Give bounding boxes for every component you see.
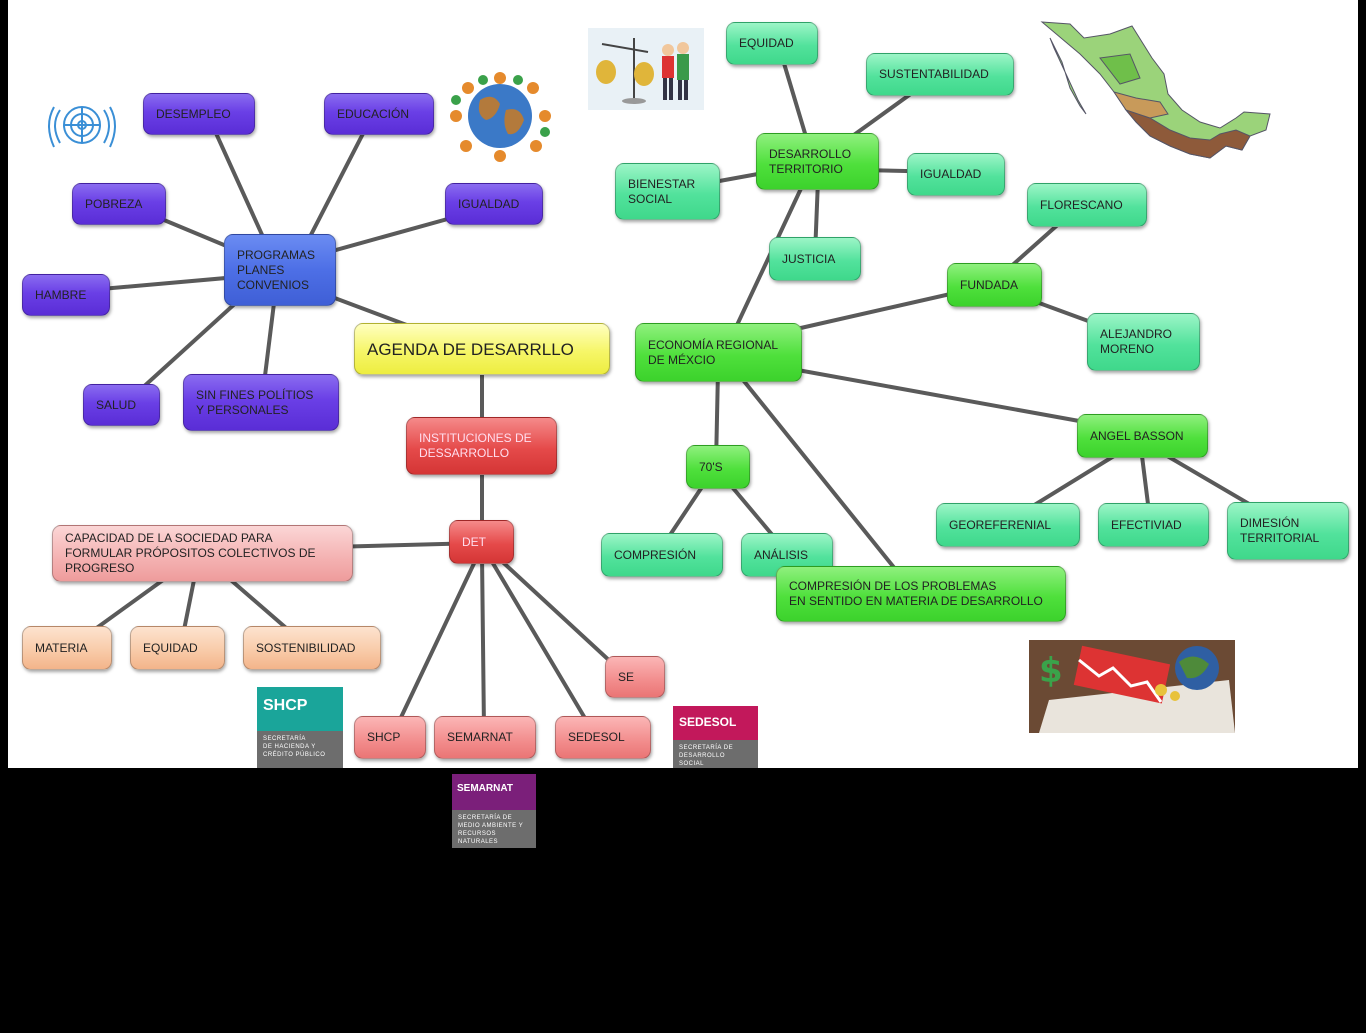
central-topic[interactable]: AGENDA DE DESARRLLO: [354, 323, 610, 375]
node-capacidad[interactable]: CAPACIDAD DE LA SOCIEDAD PARA FORMULAR P…: [52, 525, 353, 582]
node-equidad-green[interactable]: EQUIDAD: [726, 22, 818, 65]
svg-text:$: $: [1039, 651, 1063, 691]
justice-scale-icon: [588, 28, 704, 110]
node-salud[interactable]: SALUD: [83, 384, 160, 426]
node-bienestar[interactable]: BIENESTAR SOCIAL: [615, 163, 720, 220]
economy-chart-image: $: [1029, 640, 1235, 733]
link: [728, 178, 807, 342]
semarnat-logo-subtitle: SECRETARÍA DE MEDIO AMBIENTE Y RECURSOS …: [458, 815, 524, 845]
node-georeferenial[interactable]: GEOREFERENIAL: [936, 503, 1080, 547]
node-instituciones[interactable]: INSTITUCIONES DE DESSARROLLO: [406, 417, 557, 475]
node-efectiviad[interactable]: EFECTIVIAD: [1098, 503, 1209, 547]
node-sustentabilidad[interactable]: SUSTENTABILIDAD: [866, 53, 1014, 96]
node-sin-fines[interactable]: SIN FINES POLÍTIOS Y PERSONALES: [183, 374, 339, 431]
node-angel[interactable]: ANGEL BASSON: [1077, 414, 1208, 458]
link: [493, 553, 627, 677]
link: [138, 288, 252, 392]
node-desempleo[interactable]: DESEMPLEO: [143, 93, 255, 135]
node-pobreza[interactable]: POBREZA: [72, 183, 166, 225]
un-logo-icon: [48, 106, 116, 148]
node-igualdad-green[interactable]: IGUALDAD: [907, 153, 1005, 196]
node-shcp[interactable]: SHCP: [354, 716, 426, 759]
link: [480, 553, 486, 732]
sedesol-logo: SEDESOL SECRETARÍA DE DESARROLLO SOCIAL: [673, 706, 758, 768]
node-sostenibilidad[interactable]: SOSTENIBILIDAD: [243, 626, 381, 670]
world-children-icon: [450, 72, 551, 162]
node-equidad-peach[interactable]: EQUIDAD: [130, 626, 225, 670]
link: [393, 553, 480, 732]
node-hambre[interactable]: HAMBRE: [22, 274, 110, 316]
link: [486, 553, 594, 732]
node-70s[interactable]: 70'S: [686, 445, 750, 489]
node-se[interactable]: SE: [605, 656, 665, 698]
semarnat-logo-title: SEMARNAT: [452, 774, 536, 810]
node-alejandro[interactable]: ALEJANDRO MORENO: [1087, 313, 1200, 371]
shcp-logo-title: SHCP: [257, 687, 343, 731]
node-justicia[interactable]: JUSTICIA: [769, 237, 861, 281]
node-igualdad-purple[interactable]: IGUALDAD: [445, 183, 543, 225]
mexico-map-icon: [1040, 21, 1271, 159]
node-compresion-problemas[interactable]: COMPRESIÓN DE LOS PROBLEMAS EN SENTIDO E…: [776, 566, 1066, 622]
shcp-logo-subtitle: SECRETARÍA DE HACIENDA Y CRÉDITO PÚBLICO: [263, 736, 326, 758]
node-economia[interactable]: ECONOMÍA REGIONAL DE MÉXCIO: [635, 323, 802, 382]
node-programas[interactable]: PROGRAMAS PLANES CONVENIOS: [224, 234, 336, 306]
node-florescano[interactable]: FLORESCANO: [1027, 183, 1147, 227]
sedesol-logo-subtitle: SECRETARÍA DE DESARROLLO SOCIAL: [679, 745, 734, 767]
node-educacion[interactable]: EDUCACIÓN: [324, 93, 434, 135]
node-fundada[interactable]: FUNDADA: [947, 263, 1042, 307]
sedesol-logo-title: SEDESOL: [673, 706, 758, 740]
node-desarrollo-territorio[interactable]: DESARROLLO TERRITORIO: [756, 133, 879, 190]
link: [733, 368, 902, 577]
semarnat-logo: SEMARNAT SECRETARÍA DE MEDIO AMBIENTE Y …: [452, 774, 536, 848]
node-materia[interactable]: MATERIA: [22, 626, 112, 670]
node-det[interactable]: DET: [449, 520, 514, 564]
node-compresion[interactable]: COMPRESIÓN: [601, 533, 723, 577]
shcp-logo: SHCP SECRETARÍA DE HACIENDA Y CRÉDITO PÚ…: [257, 687, 343, 768]
node-dimesion[interactable]: DIMESIÓN TERRITORIAL: [1227, 502, 1349, 560]
node-semarnat[interactable]: SEMARNAT: [434, 716, 536, 759]
node-sedesol[interactable]: SEDESOL: [555, 716, 651, 759]
